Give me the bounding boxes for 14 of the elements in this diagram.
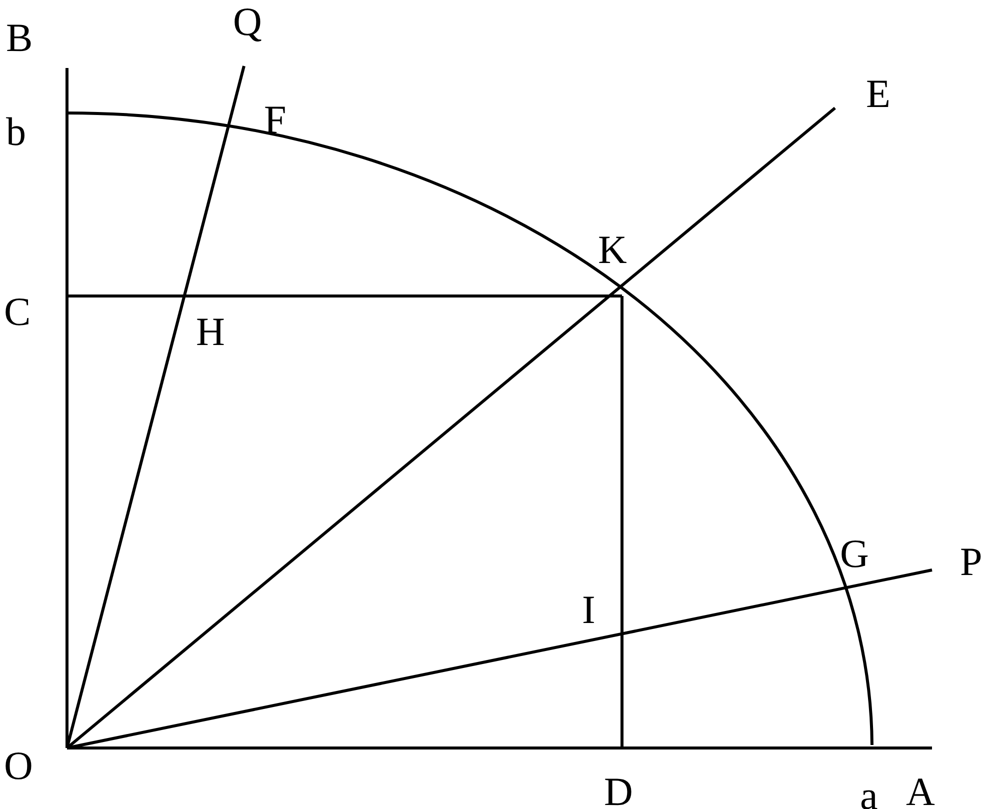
point-label: F xyxy=(264,100,286,140)
point-label: C xyxy=(4,292,31,332)
point-label: O xyxy=(4,746,33,786)
point-label: I xyxy=(582,590,596,630)
point-label: B xyxy=(6,18,33,58)
point-label: E xyxy=(866,74,890,114)
point-label: G xyxy=(840,534,869,574)
point-label: Q xyxy=(233,2,262,42)
point-label: P xyxy=(960,542,982,582)
point-label: K xyxy=(598,230,627,270)
point-label: A xyxy=(906,772,935,809)
point-label: H xyxy=(196,312,225,352)
point-label: b xyxy=(6,112,26,152)
point-label: D xyxy=(604,772,633,809)
